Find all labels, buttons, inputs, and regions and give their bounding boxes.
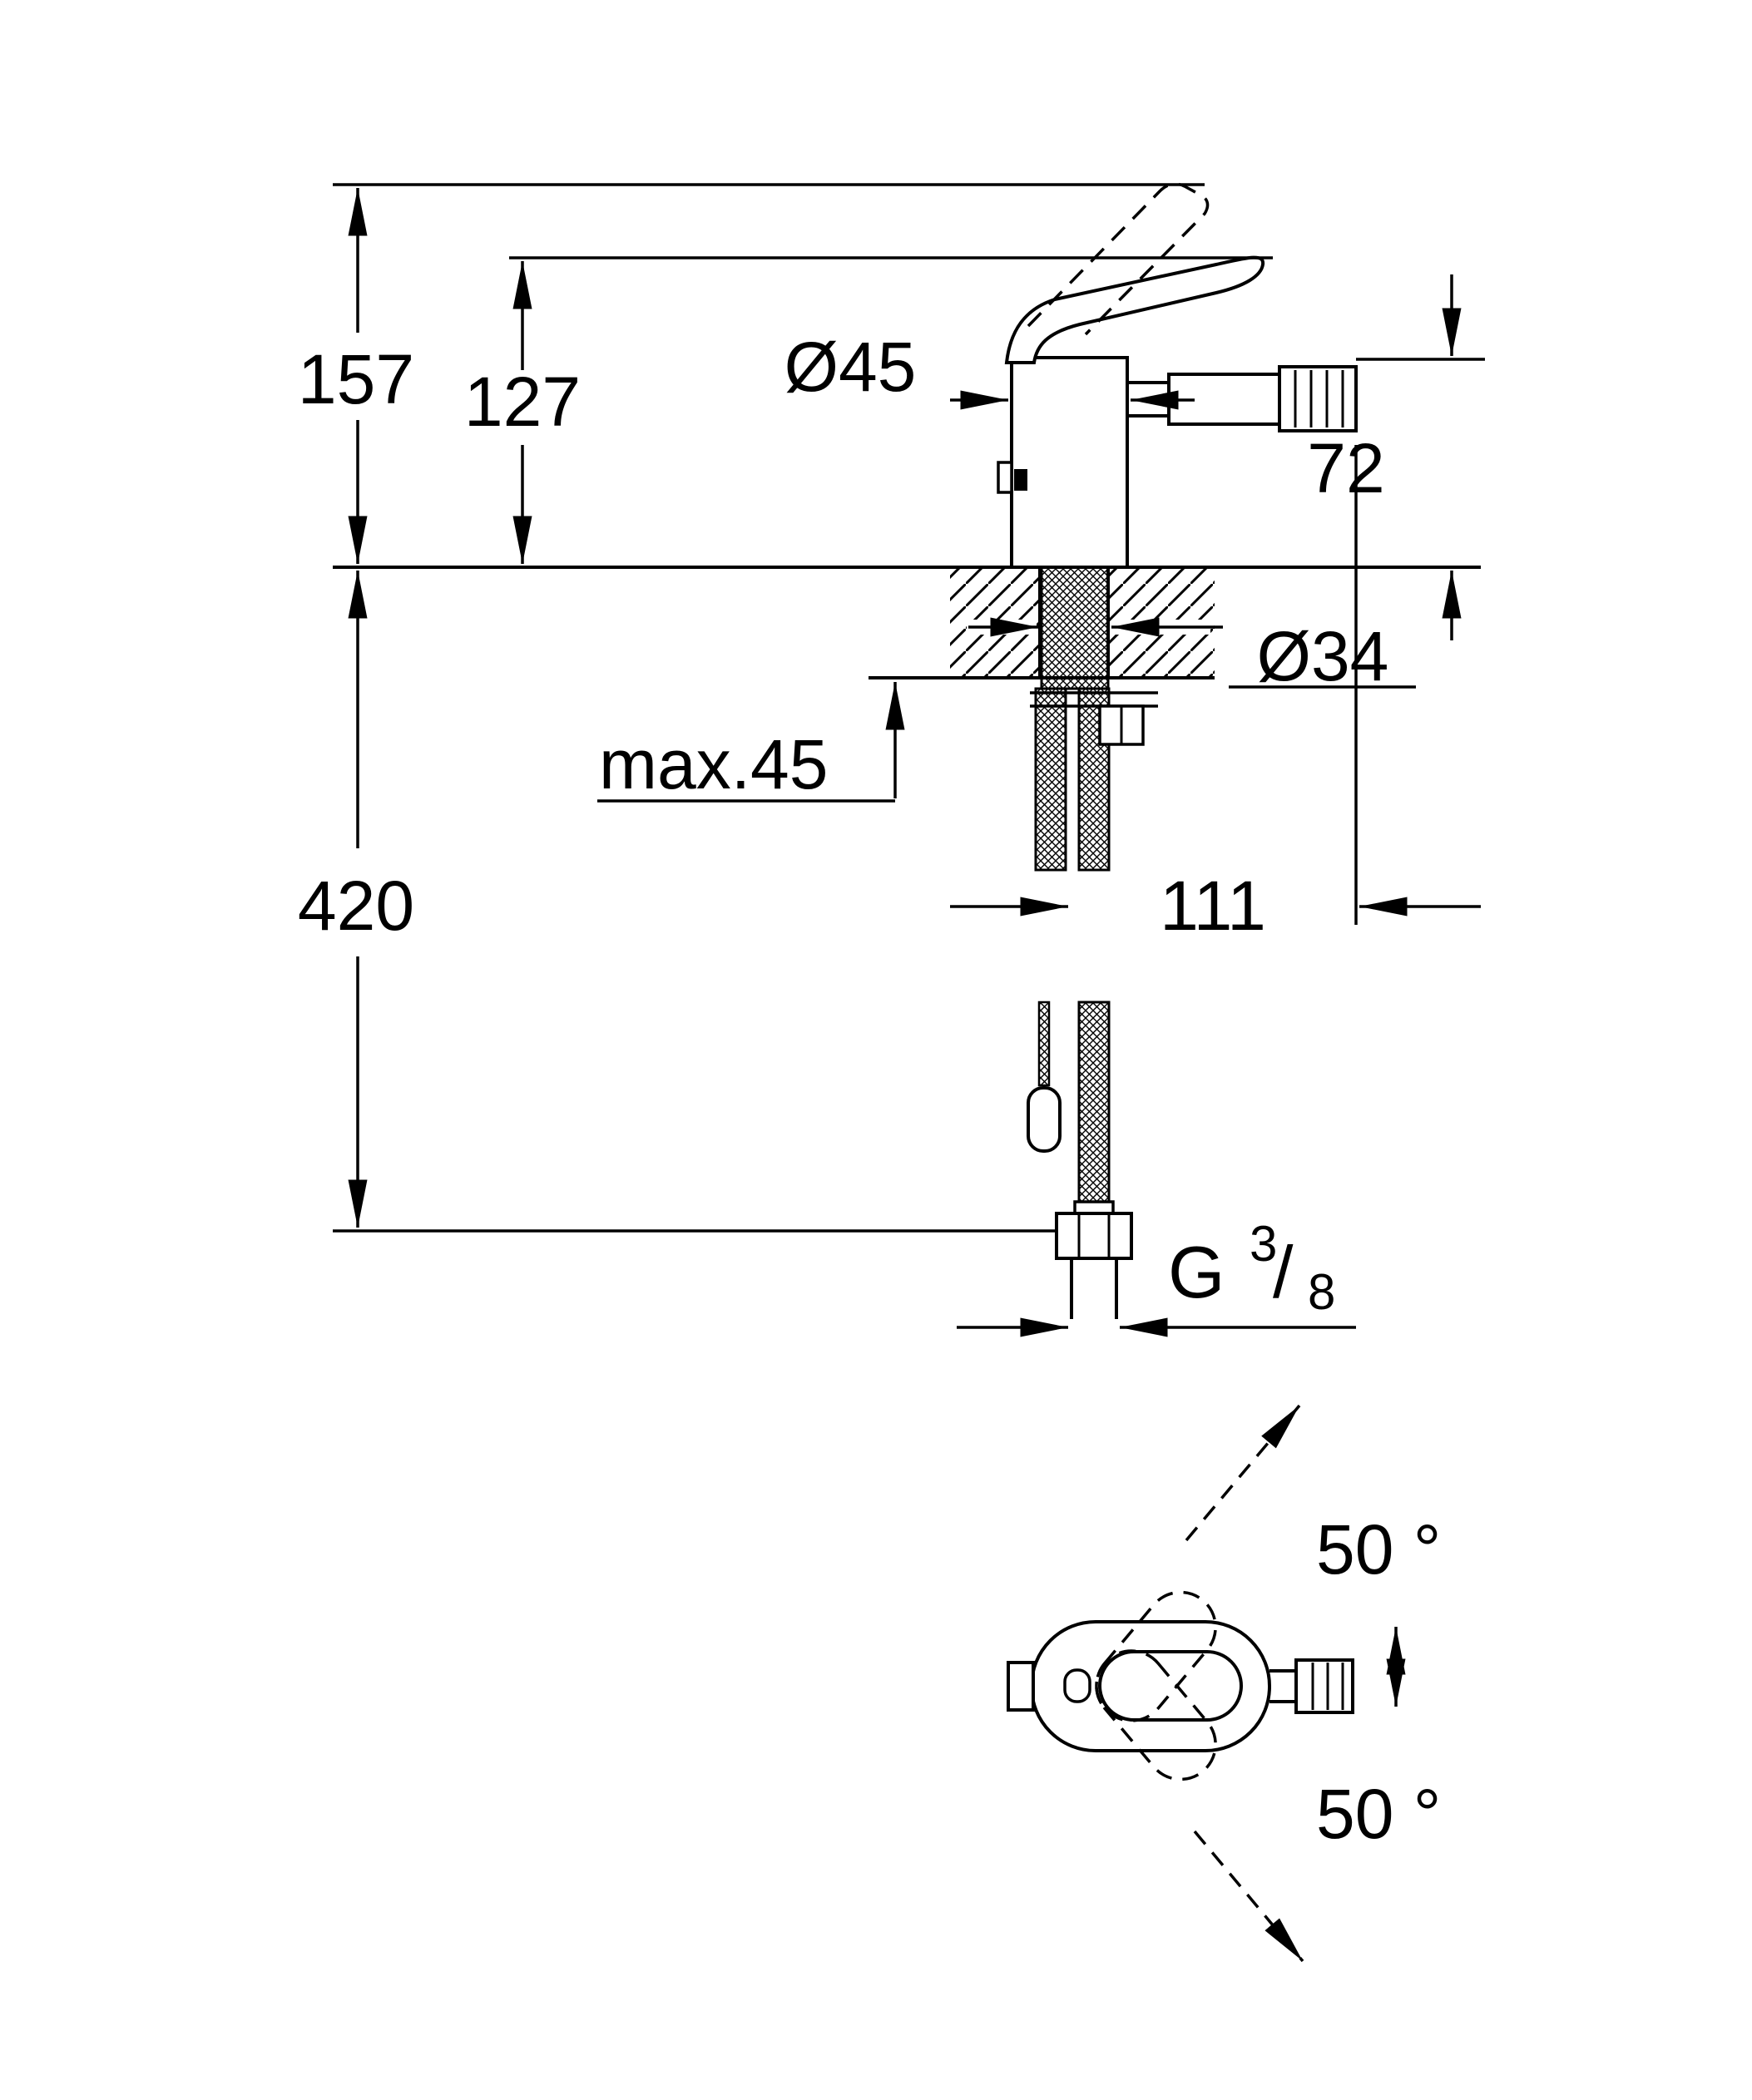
brand-badge	[1014, 469, 1027, 491]
top-view-lever	[1098, 1650, 1243, 1722]
angle-upper-label: 50 °	[1316, 1510, 1441, 1589]
dim-total-height: 157	[298, 340, 414, 418]
dim-spout-height: 72	[1307, 429, 1384, 507]
angle-lower-label: 50 °	[1316, 1775, 1441, 1853]
lever-swung-down-outline	[1095, 1649, 1217, 1781]
lever-handle	[1004, 255, 1265, 364]
thread-prefix: G	[1168, 1231, 1225, 1313]
dimension-lines	[333, 183, 1485, 1337]
pull-rod-weight	[1027, 1086, 1062, 1153]
dim-body-height: 127	[464, 363, 581, 441]
dim-body-diameter: Ø45	[784, 328, 917, 406]
aerator	[1278, 365, 1358, 432]
thread-size-label: G 3 / 8	[1168, 1216, 1335, 1320]
hose-connection-nut	[1055, 1212, 1133, 1260]
faucet-body	[1010, 356, 1129, 569]
dim-max-deck-thickness: max.45	[599, 725, 828, 803]
faucet-side-view	[997, 182, 1358, 569]
shank-and-hoses	[1027, 566, 1158, 1319]
dim-hole-diameter: Ø34	[1257, 617, 1389, 695]
thread-numerator: 3	[1250, 1216, 1277, 1272]
dim-spout-projection: 111	[1160, 867, 1266, 945]
lever-raised-outline	[1027, 182, 1210, 336]
faucet-top-view	[1007, 1404, 1406, 1963]
thread-slash: /	[1273, 1231, 1294, 1313]
dimension-labels: 157 127 Ø45 72 Ø34 max.45 420 111 G 3 / …	[298, 328, 1441, 1853]
thread-denominator: 8	[1308, 1264, 1335, 1320]
dim-hose-length: 420	[298, 867, 414, 945]
